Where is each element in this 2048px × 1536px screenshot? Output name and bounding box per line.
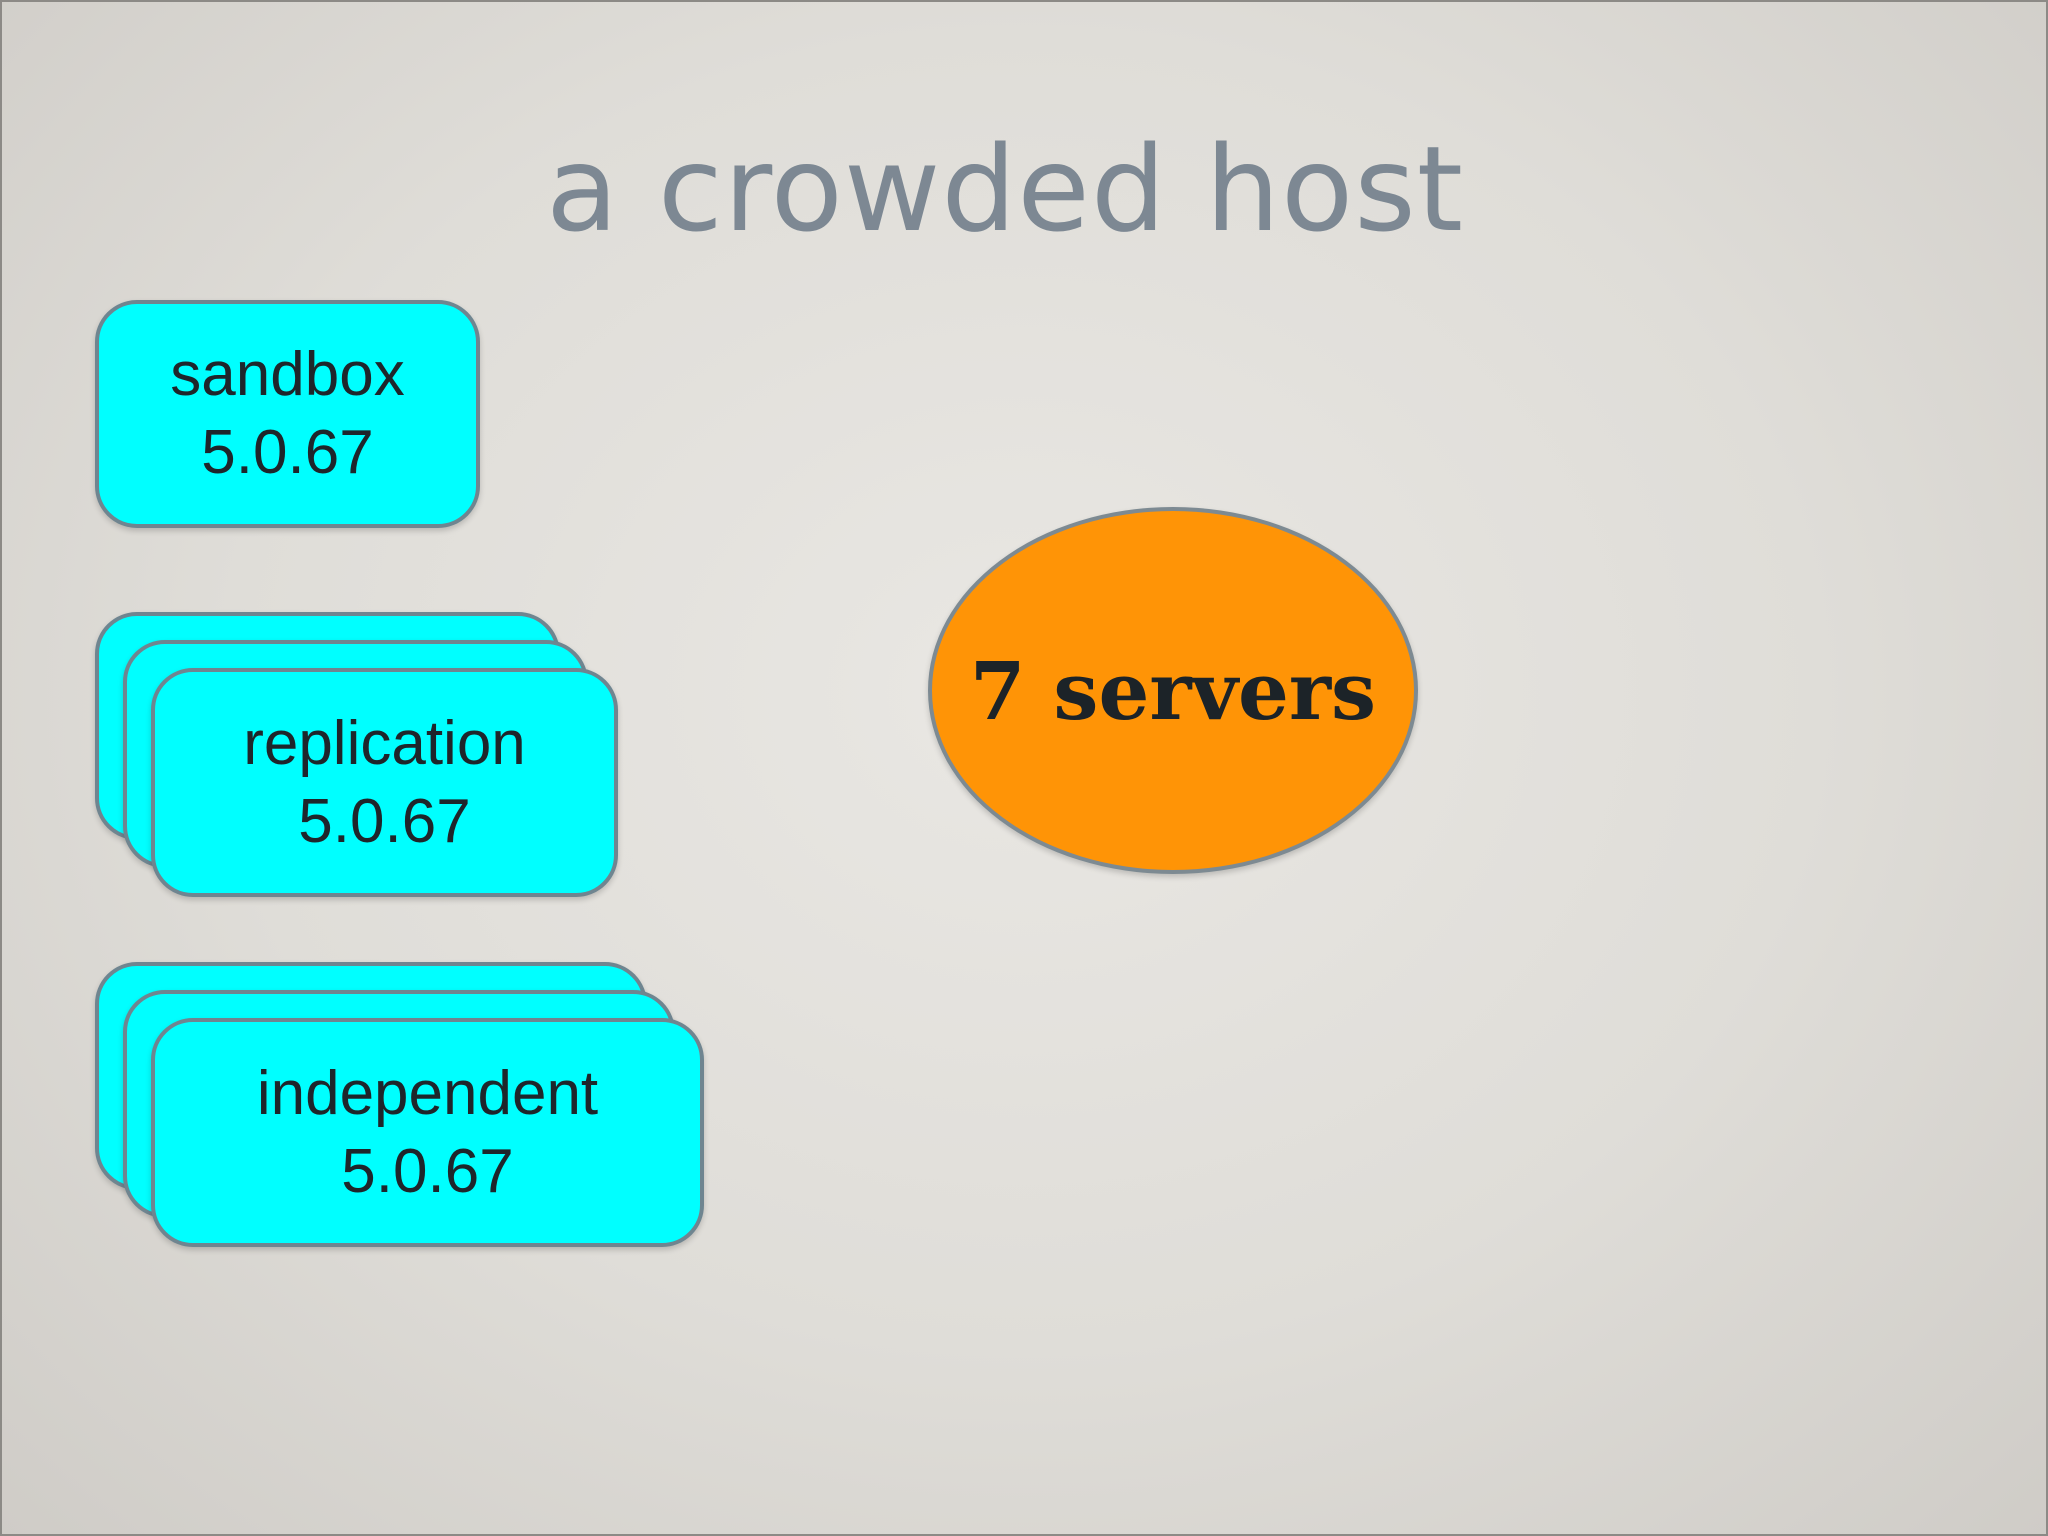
replication-label: replication 5.0.67 [155,672,614,893]
sandbox-label: sandbox 5.0.67 [99,304,476,524]
sandbox-box: sandbox 5.0.67 [95,300,480,528]
replication-version: 5.0.67 [298,786,471,856]
independent-version: 5.0.67 [341,1136,514,1206]
sandbox-name: sandbox [170,340,405,409]
slide-title: a crowded host [546,120,1464,258]
server-count-ellipse: 7 servers [928,507,1418,874]
replication-name: replication [243,708,526,778]
independent-box-front: independent 5.0.67 [151,1018,704,1247]
replication-box-front: replication 5.0.67 [151,668,618,897]
independent-name: independent [256,1058,599,1128]
sandbox-version: 5.0.67 [201,418,374,487]
independent-label: independent 5.0.67 [155,1022,700,1243]
server-count-label: 7 servers [969,643,1377,738]
